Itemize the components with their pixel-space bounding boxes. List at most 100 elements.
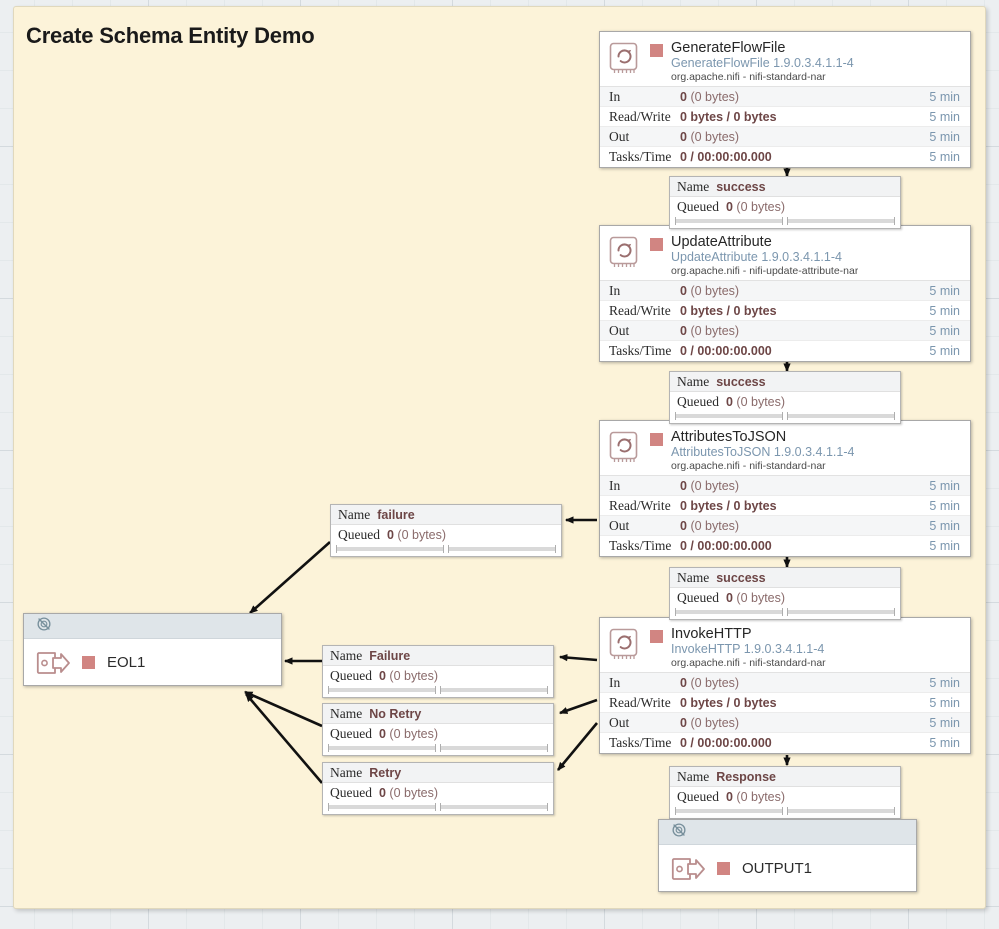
connection-queued-value: 0 (0 bytes) — [386, 528, 447, 542]
connection-queued-key: Queued — [330, 668, 372, 683]
connection-name-key: Name — [338, 506, 371, 522]
connection-label-noretry-invokehttp-eol1[interactable]: Name No Retry Queued 0 (0 bytes) — [322, 703, 554, 756]
stat-window-readwrite: 5 min — [929, 498, 960, 513]
processor-invokehttp[interactable]: InvokeHTTP InvokeHTTP 1.9.0.3.4.1.1-4 or… — [599, 617, 971, 754]
connection-label-failure-atj-eol1[interactable]: Name failure Queued 0 (0 bytes) — [330, 504, 562, 557]
connection-queued-value: 0 (0 bytes) — [725, 591, 786, 605]
queue-size-bar — [440, 803, 548, 811]
connection-name-row: Name failure — [331, 505, 561, 525]
connection-label-failure-invokehttp-eol1[interactable]: Name Failure Queued 0 (0 bytes) — [322, 645, 554, 698]
processor-type: InvokeHTTP 1.9.0.3.4.1.1-4 — [671, 642, 825, 656]
stat-label-tasks: Tasks/Time — [609, 149, 672, 164]
output-port-output1[interactable]: OUTPUT1 — [658, 819, 917, 892]
connection-queued-value: 0 (0 bytes) — [725, 790, 786, 804]
processor-header: InvokeHTTP InvokeHTTP 1.9.0.3.4.1.1-4 or… — [600, 618, 970, 672]
processor-attributestojson[interactable]: AttributesToJSON AttributesToJSON 1.9.0.… — [599, 420, 971, 557]
processor-bundle: org.apache.nifi - nifi-standard-nar — [671, 71, 826, 83]
connection-name-key: Name — [677, 768, 710, 784]
queue-size-bar — [448, 545, 556, 553]
stat-value-readwrite: 0 bytes / 0 bytes — [680, 498, 777, 513]
stat-row-out: Out 0 (0 bytes) 5 min — [600, 516, 970, 536]
output-port-eol1[interactable]: EOL1 — [23, 613, 282, 686]
stat-value-readwrite: 0 bytes / 0 bytes — [680, 109, 777, 124]
connection-queued-key: Queued — [338, 527, 380, 542]
queue-size-bar — [440, 744, 548, 752]
stat-value-tasks: 0 / 00:00:00.000 — [680, 150, 772, 164]
stat-label-out: Out — [609, 128, 630, 144]
processor-header: GenerateFlowFile GenerateFlowFile 1.9.0.… — [600, 32, 970, 86]
stat-value-readwrite: 0 bytes / 0 bytes — [680, 695, 777, 710]
status-badge-stopped — [650, 630, 663, 643]
connection-queued-key: Queued — [677, 789, 719, 804]
stat-label-readwrite: Read/Write — [609, 497, 671, 513]
stat-in-bytes: (0 bytes) — [690, 478, 740, 493]
stat-window-readwrite: 5 min — [929, 303, 960, 318]
connection-queued-value: 0 (0 bytes) — [378, 786, 439, 800]
stat-label-tasks: Tasks/Time — [609, 735, 672, 750]
processor-stats: In 0 (0 bytes) 5 min Read/Write 0 bytes … — [600, 475, 970, 556]
stat-row-out: Out 0 (0 bytes) 5 min — [600, 713, 970, 733]
queue-count-bar — [328, 686, 436, 694]
stat-window-readwrite: 5 min — [929, 109, 960, 124]
queue-count-bar — [675, 412, 783, 420]
queue-count-bar — [675, 807, 783, 815]
stat-row-tasks: Tasks/Time 0 / 00:00:00.000 5 min — [600, 536, 970, 556]
queue-size-bar — [787, 412, 895, 420]
stat-value-readwrite: 0 bytes / 0 bytes — [680, 303, 777, 318]
connection-name-value: Failure — [369, 648, 411, 663]
stat-label-readwrite: Read/Write — [609, 694, 671, 710]
connection-label-success-atj-invokehttp[interactable]: Name success Queued 0 (0 bytes) — [669, 567, 901, 620]
connection-queued-row: Queued 0 (0 bytes) — [670, 588, 900, 608]
stat-row-readwrite: Read/Write 0 bytes / 0 bytes 5 min — [600, 107, 970, 127]
connection-name-row: Name No Retry — [323, 704, 553, 724]
connection-label-retry-invokehttp-eol1[interactable]: Name Retry Queued 0 (0 bytes) — [322, 762, 554, 815]
connection-name-key: Name — [330, 647, 363, 663]
stat-label-in: In — [609, 88, 621, 104]
stat-window-in: 5 min — [929, 478, 960, 493]
processor-type: UpdateAttribute 1.9.0.3.4.1.1-4 — [671, 250, 842, 264]
stat-value-tasks: 0 / 00:00:00.000 — [680, 736, 772, 750]
connection-queued-key: Queued — [330, 726, 372, 741]
connection-queued-value: 0 (0 bytes) — [378, 727, 439, 741]
processor-type: AttributesToJSON 1.9.0.3.4.1.1-4 — [671, 445, 855, 459]
stat-window-tasks: 5 min — [929, 344, 960, 358]
connection-name-value: failure — [377, 507, 415, 522]
stat-window-in: 5 min — [929, 283, 960, 298]
processor-stats: In 0 (0 bytes) 5 min Read/Write 0 bytes … — [600, 86, 970, 167]
process-group-title: Create Schema Entity Demo — [26, 23, 315, 48]
stat-value-in: 0 (0 bytes) — [680, 89, 740, 104]
connection-queued-row: Queued 0 (0 bytes) — [323, 783, 553, 803]
connection-name-row: Name Response — [670, 767, 900, 787]
processor-bundle: org.apache.nifi - nifi-standard-nar — [671, 657, 826, 669]
connection-label-success-ua-atj[interactable]: Name success Queued 0 (0 bytes) — [669, 371, 901, 424]
processor-generateflowfile[interactable]: GenerateFlowFile GenerateFlowFile 1.9.0.… — [599, 31, 971, 168]
connection-queued-value: 0 (0 bytes) — [725, 200, 786, 214]
stat-row-tasks: Tasks/Time 0 / 00:00:00.000 5 min — [600, 147, 970, 167]
stat-label-tasks: Tasks/Time — [609, 538, 672, 553]
connection-queue-bars — [670, 217, 900, 228]
queue-size-bar — [787, 608, 895, 616]
stat-row-in: In 0 (0 bytes) 5 min — [600, 673, 970, 693]
status-badge-stopped — [650, 433, 663, 446]
connection-name-key: Name — [330, 764, 363, 780]
stat-window-readwrite: 5 min — [929, 695, 960, 710]
processor-header: UpdateAttribute UpdateAttribute 1.9.0.3.… — [600, 226, 970, 280]
queue-count-bar — [675, 608, 783, 616]
port-body: OUTPUT1 — [659, 845, 916, 892]
connection-label-success-gff-ua[interactable]: Name success Queued 0 (0 bytes) — [669, 176, 901, 229]
queue-size-bar — [787, 807, 895, 815]
stat-row-in: In 0 (0 bytes) 5 min — [600, 281, 970, 301]
stat-row-tasks: Tasks/Time 0 / 00:00:00.000 5 min — [600, 341, 970, 361]
stat-value-in: 0 (0 bytes) — [680, 675, 740, 690]
not-transmitting-icon — [671, 822, 687, 843]
queue-count-bar — [675, 217, 783, 225]
status-badge-stopped — [717, 862, 730, 875]
stat-window-out: 5 min — [929, 518, 960, 533]
stat-value-tasks: 0 / 00:00:00.000 — [680, 539, 772, 553]
processor-icon — [608, 41, 642, 75]
processor-updateattribute[interactable]: UpdateAttribute UpdateAttribute 1.9.0.3.… — [599, 225, 971, 362]
connection-label-response-invokehttp-output1[interactable]: Name Response Queued 0 (0 bytes) — [669, 766, 901, 819]
output-port-icon — [671, 855, 707, 883]
processor-bundle: org.apache.nifi - nifi-update-attribute-… — [671, 265, 859, 277]
